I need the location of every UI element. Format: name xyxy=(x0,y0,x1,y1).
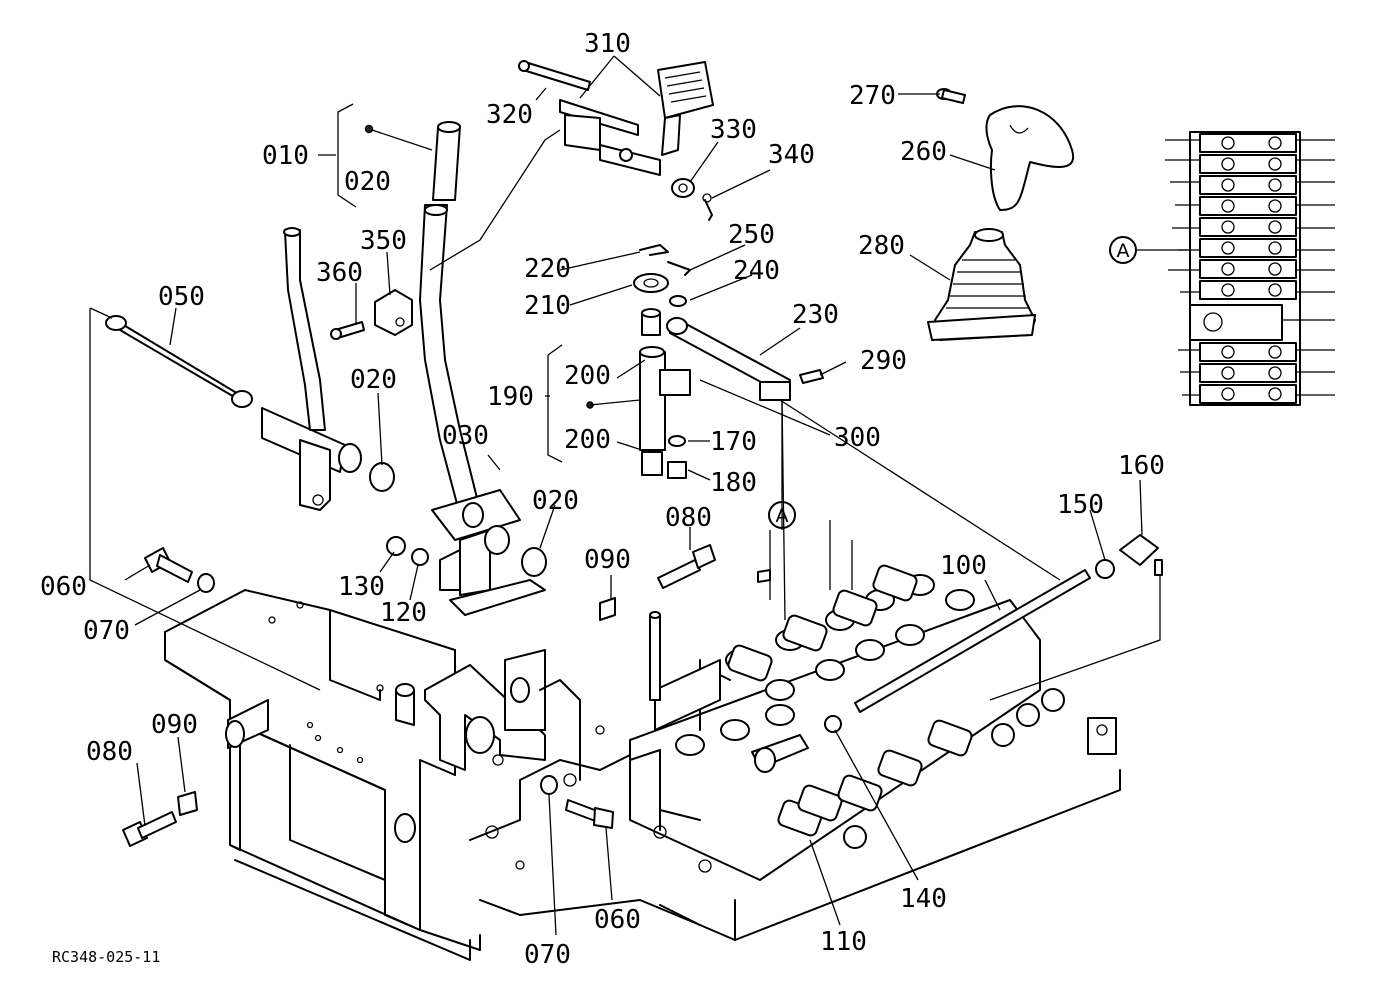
label-130: 130 xyxy=(338,572,385,602)
label-200-bottom: 200 xyxy=(564,425,611,455)
label-030: 030 xyxy=(442,421,489,451)
label-020-bushing-right: 020 xyxy=(532,486,579,516)
label-220: 220 xyxy=(524,254,571,284)
label-010: 010 xyxy=(262,141,309,171)
label-080-left: 080 xyxy=(86,737,133,767)
pedal-assembly xyxy=(518,60,714,221)
leader-lines xyxy=(89,55,1190,936)
label-210: 210 xyxy=(524,291,571,321)
label-110: 110 xyxy=(820,927,867,957)
part-labels: 010 020 020 020 030 050 060 060 070 070 … xyxy=(40,29,1165,970)
label-080-center: 080 xyxy=(665,503,712,533)
label-020-top: 020 xyxy=(344,167,391,197)
label-280: 280 xyxy=(858,231,905,261)
label-020-bushing-left: 020 xyxy=(350,365,397,395)
label-330: 330 xyxy=(710,115,757,145)
lever-bracket xyxy=(395,649,581,781)
inset-valve-rows xyxy=(1165,133,1335,404)
label-290: 290 xyxy=(860,346,907,376)
label-160: 160 xyxy=(1118,451,1165,481)
callout-a-inset: A xyxy=(1109,236,1137,264)
label-070-left: 070 xyxy=(83,616,130,646)
label-090-center: 090 xyxy=(584,545,631,575)
label-060-bottom: 060 xyxy=(594,905,641,935)
label-060-left: 060 xyxy=(40,572,87,602)
svg-text:A: A xyxy=(776,505,789,527)
knob-and-boot xyxy=(927,105,1075,341)
fasteners xyxy=(122,88,1163,847)
arm-linkage xyxy=(633,244,824,479)
leader-dot xyxy=(364,124,374,134)
label-300: 300 xyxy=(834,423,881,453)
label-140: 140 xyxy=(900,884,947,914)
drawing-code: RC348-025-11 xyxy=(52,948,160,966)
control-valve-assembly xyxy=(629,564,1117,881)
label-230: 230 xyxy=(792,300,839,330)
base-frame xyxy=(164,589,481,961)
label-090-left: 090 xyxy=(151,710,198,740)
label-150: 150 xyxy=(1057,490,1104,520)
label-240: 240 xyxy=(733,256,780,286)
label-360: 360 xyxy=(316,258,363,288)
label-310: 310 xyxy=(584,29,631,59)
linkage-rod xyxy=(751,569,1091,773)
label-270: 270 xyxy=(849,81,896,111)
inset-valve-detail xyxy=(1165,131,1335,406)
label-190: 190 xyxy=(487,382,534,412)
label-200-top: 200 xyxy=(564,361,611,391)
label-250: 250 xyxy=(728,220,775,250)
bushings xyxy=(105,227,547,577)
bracket-350 xyxy=(330,289,413,340)
label-340: 340 xyxy=(768,140,815,170)
label-320: 320 xyxy=(486,100,533,130)
label-350: 350 xyxy=(360,226,407,256)
svg-text:A: A xyxy=(1117,240,1130,262)
label-050: 050 xyxy=(158,282,205,312)
label-070-bottom: 070 xyxy=(524,940,571,970)
callout-a-main: A xyxy=(768,501,796,529)
label-100: 100 xyxy=(940,551,987,581)
label-170: 170 xyxy=(710,427,757,457)
valve-spools xyxy=(727,564,1065,849)
label-180: 180 xyxy=(710,468,757,498)
control-lever xyxy=(419,121,546,616)
label-260: 260 xyxy=(900,137,947,167)
label-120: 120 xyxy=(380,598,427,628)
